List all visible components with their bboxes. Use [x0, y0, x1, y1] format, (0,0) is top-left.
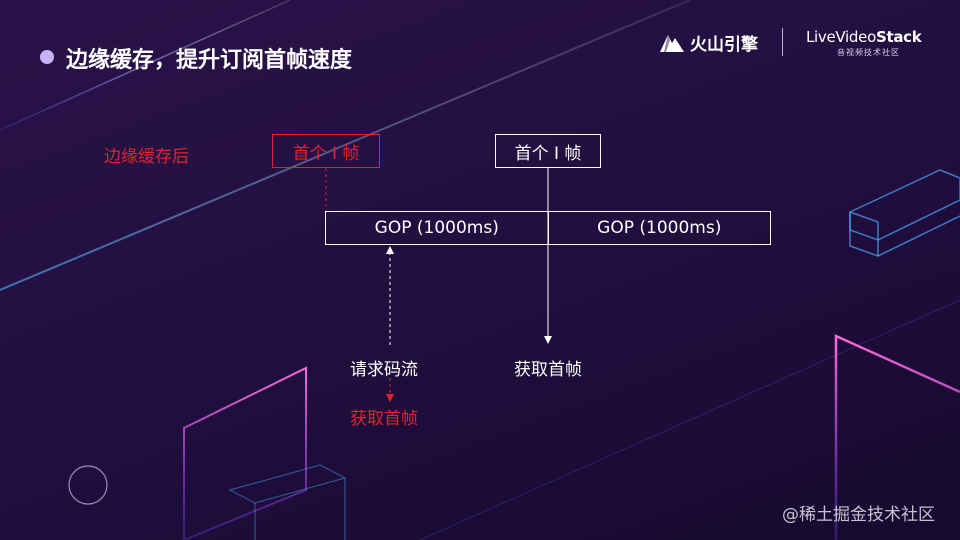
box-bottom: [228, 464, 347, 540]
logo-separator: [782, 28, 783, 56]
after-edge-cache-label: 边缘缓存后: [104, 147, 189, 167]
first-iframe-red-box: 首个 I 帧: [272, 134, 380, 168]
gop-segment-2: GOP (1000ms): [547, 212, 771, 244]
get-first-frame-red-label: 获取首帧: [350, 409, 418, 429]
logo-main-part-b: Stack: [875, 28, 922, 46]
volcengine-logo-text: 火山引擎: [690, 34, 758, 55]
request-stream-label: 请求码流: [350, 360, 418, 380]
watermark: @稀土掘金技术社区: [782, 505, 935, 525]
deco-circle: [68, 465, 108, 505]
prism-right: [849, 169, 960, 257]
logo-main-part-a: LiveVideo: [806, 28, 876, 46]
livevideostack-logo: LiveVideoStack 音视频技术社区: [806, 28, 931, 58]
gop-timeline: GOP (1000ms) GOP (1000ms): [325, 211, 771, 245]
livevideostack-logo-main: LiveVideoStack: [806, 28, 931, 46]
title-bullet-dot: [40, 50, 54, 64]
get-first-frame-white-label: 获取首帧: [514, 360, 582, 380]
livevideostack-logo-sub: 音视频技术社区: [837, 48, 900, 57]
first-iframe-white-box: 首个 I 帧: [495, 134, 601, 168]
page-title: 边缘缓存，提升订阅首帧速度: [66, 48, 353, 73]
volcengine-logo: 火山引擎: [660, 30, 758, 55]
diagonal-line-2: [0, 0, 691, 291]
prism-left-bottom: [183, 366, 307, 540]
prism-right-bottom: [834, 334, 960, 540]
gop-segment-1: GOP (1000ms): [374, 218, 499, 238]
diagonal-line-1: [0, 0, 291, 131]
diagonal-line-3: [419, 299, 960, 540]
mountain-logo-icon: [660, 35, 684, 52]
